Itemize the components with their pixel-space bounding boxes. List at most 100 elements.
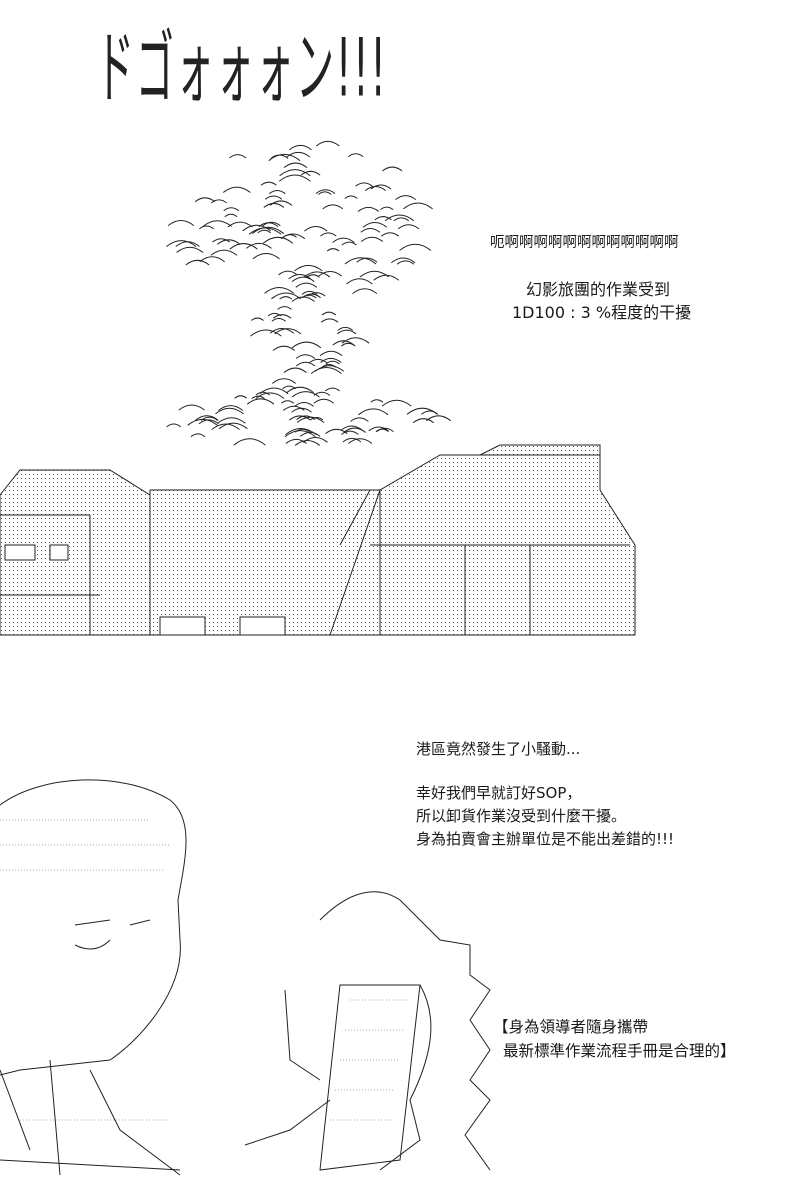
cloud-puff: [274, 328, 302, 335]
cloud-puff: [326, 248, 340, 252]
cloud-puff: [227, 221, 253, 228]
cloud-puff: [358, 408, 389, 416]
cloud-puff: [374, 216, 392, 221]
cloud-puff: [262, 221, 281, 227]
cloud-puff: [252, 226, 285, 234]
cloud-puff: [307, 292, 326, 297]
cloud-puff: [390, 257, 416, 264]
cloud-puff: [373, 274, 400, 281]
cloud-puff: [217, 417, 246, 424]
cloud-puff: [412, 418, 435, 424]
cloud-puff: [222, 186, 251, 193]
cloud-puff: [277, 306, 292, 310]
cloud-puff: [291, 341, 322, 349]
cloud-puff: [291, 276, 315, 282]
cloud-puff: [291, 391, 320, 398]
cloud-puff: [194, 197, 216, 203]
cloud-puff: [316, 140, 340, 147]
cloud-puff: [200, 416, 218, 421]
cloud-puff: [199, 225, 215, 230]
cloud-puff: [268, 153, 301, 162]
cloud-puff: [185, 259, 210, 266]
cloud-puff: [258, 222, 279, 227]
cloud-puff: [288, 273, 312, 280]
cloud-puff: [271, 292, 301, 300]
cloud-puff: [283, 234, 297, 238]
cloud-puff: [399, 243, 432, 251]
cloud-puff: [218, 422, 248, 430]
dialogue-line-4: 身為拍賣會主辦單位是不能出差錯的!!!: [416, 830, 675, 848]
cloud-puff: [223, 207, 240, 212]
cloud-puff: [340, 342, 356, 347]
cloud-puff: [178, 404, 205, 411]
cloud-puff: [322, 204, 344, 210]
cloud-puff: [229, 154, 247, 159]
cloud-puff: [283, 367, 307, 373]
cloud-puff: [167, 219, 195, 226]
cloud-puff: [341, 430, 359, 435]
cloud-puff: [202, 220, 232, 227]
cloud-puff: [310, 367, 342, 375]
cloud-puff: [302, 436, 328, 443]
cloud-puff: [300, 431, 321, 437]
cloud-puff: [176, 246, 204, 253]
cloud-puff: [318, 191, 332, 195]
cloud-puff: [403, 202, 433, 210]
cloud-puff: [257, 229, 272, 234]
cloud-puff: [280, 233, 306, 240]
cloud-puff: [195, 415, 219, 421]
cloud-puff: [325, 428, 348, 435]
cloud-puff: [356, 257, 378, 263]
cloud-puff: [272, 314, 292, 319]
cloud-puff: [370, 184, 392, 190]
cloud-puff: [368, 426, 389, 432]
cloud-puff: [320, 357, 342, 363]
cloud-puff: [294, 402, 314, 407]
cloud-puff: [295, 361, 316, 367]
cloud-puff: [255, 392, 285, 399]
cloud-puff: [285, 438, 307, 444]
cloud-puff: [233, 438, 266, 446]
cloud-puff: [265, 195, 283, 200]
cloud-puff: [224, 213, 238, 218]
cloud-puff: [212, 238, 231, 243]
cloud-puff: [289, 415, 311, 421]
cloud-puff: [315, 189, 336, 194]
cloud-puff: [375, 428, 389, 432]
cloud-puff: [246, 242, 272, 249]
cloud-puff: [246, 398, 275, 405]
cloud-puff: [360, 227, 381, 233]
cloud-puff: [341, 337, 370, 344]
cloud-puff: [285, 428, 317, 436]
cloud-puff: [229, 243, 258, 250]
cloud-puff: [269, 327, 295, 334]
cloud-puff: [352, 288, 378, 295]
cloud-puff: [332, 237, 355, 243]
sound-effect-lettering: ドゴォォォン!!!: [96, 22, 388, 115]
character-face-left: [0, 779, 187, 1176]
cloud-puff: [264, 286, 295, 294]
cloud-puff: [279, 169, 311, 177]
cloud-puff: [263, 202, 285, 208]
hand-holding-manual: [244, 891, 491, 1171]
cloud-puff: [278, 174, 311, 182]
cloud-puff: [294, 440, 321, 446]
cloud-puff: [341, 241, 357, 246]
cloud-puff: [210, 249, 238, 256]
cloud-puff: [166, 240, 197, 247]
cloud-puff: [319, 350, 343, 357]
cloud-puff: [271, 318, 286, 322]
cloud-puff: [234, 395, 248, 399]
cloud-puff: [166, 423, 182, 428]
cloud-puff: [306, 274, 320, 278]
cloud-puff: [250, 317, 264, 321]
cloud-puff: [355, 182, 373, 187]
cloud-puff: [308, 358, 328, 364]
cloud-puff: [397, 224, 420, 230]
cloud-puff: [215, 407, 244, 415]
cloud-puff: [343, 427, 367, 433]
cloud-puff: [396, 260, 415, 265]
cloud-puff: [284, 430, 316, 438]
cloud-puff: [421, 410, 439, 415]
